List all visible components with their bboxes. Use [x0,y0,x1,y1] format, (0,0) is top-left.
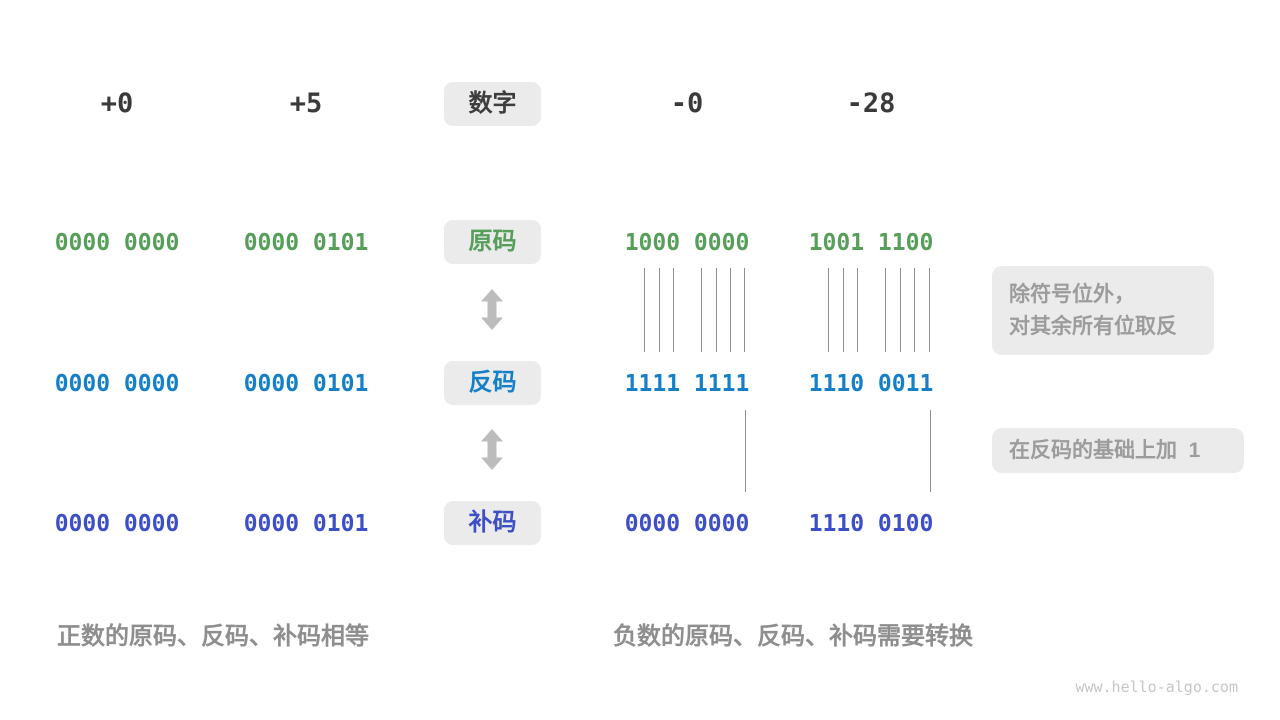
sign-magnitude-value-plus5: 0000 0101 [243,230,369,256]
double-arrow-icon [481,289,503,335]
twos-complement-value-plus5: 0000 0101 [243,511,369,537]
label-sign-magnitude: 原码 [444,220,541,264]
caption-negative-numbers: 负数的原码、反码、补码需要转换 [613,623,973,650]
number-plus-five: +5 [289,88,323,119]
twos-complement-value-minus0: 0000 0000 [624,511,750,537]
bit-line [885,268,886,352]
bit-line [828,268,829,352]
bit-line [914,268,915,352]
sign-magnitude-value-minus28: 1001 1100 [808,230,934,256]
bit-line [673,268,674,352]
bit-line [701,268,702,352]
twos-complement-value-plus0: 0000 0000 [54,511,180,537]
ones-complement-value-plus5: 0000 0101 [243,371,369,397]
twos-complement-value-minus28: 1110 0100 [808,511,934,537]
bit-line [744,268,745,352]
annotation-invert-bits: 除符号位外， 对其余所有位取反 [992,266,1214,355]
label-number: 数字 [444,82,541,126]
number-minus-zero: -0 [670,88,704,119]
double-arrow-icon [481,429,503,475]
bit-line [730,268,731,352]
bit-line [716,268,717,352]
label-twos-complement: 补码 [444,501,541,545]
caption-positive-numbers: 正数的原码、反码、补码相等 [57,623,369,650]
number-minus-28: -28 [846,88,896,119]
bit-line [900,268,901,352]
ones-complement-value-minus0: 1111 1111 [624,371,750,397]
ones-complement-value-plus0: 0000 0000 [54,371,180,397]
bit-line [644,268,645,352]
bit-line [843,268,844,352]
watermark-url: www.hello-algo.com [1075,678,1238,696]
bit-line [857,268,858,352]
bit-line [929,268,930,352]
annotation-add-one: 在反码的基础上加 1 [992,428,1244,473]
sign-magnitude-value-plus0: 0000 0000 [54,230,180,256]
bit-line [659,268,660,352]
sign-magnitude-value-minus0: 1000 0000 [624,230,750,256]
ones-complement-value-minus28: 1110 0011 [808,371,934,397]
add-one-line-minus28 [930,410,931,492]
add-one-line-minus0 [745,410,746,492]
number-plus-zero: +0 [100,88,134,119]
label-ones-complement: 反码 [444,361,541,405]
